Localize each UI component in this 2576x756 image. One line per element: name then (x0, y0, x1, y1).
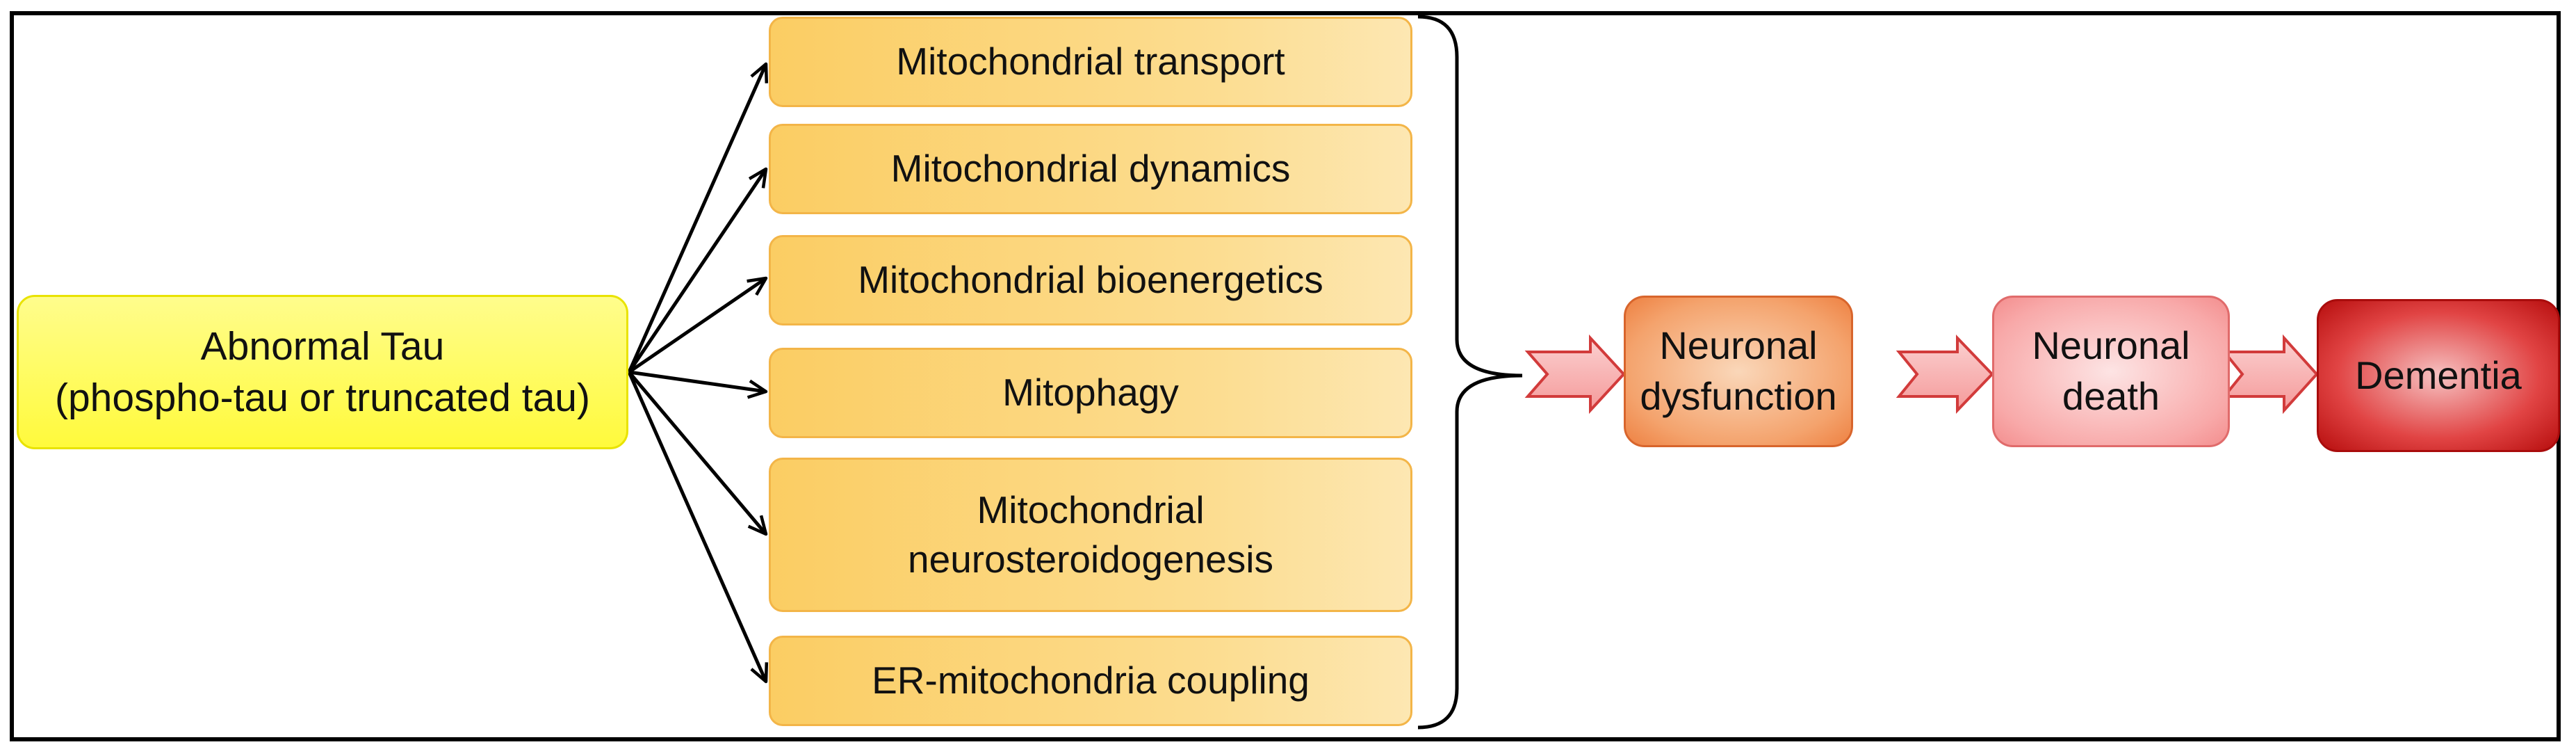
effect-box-bioenergetics: Mitochondrial bioenergetics (769, 235, 1412, 325)
dementia-box: Dementia (2317, 299, 2560, 452)
effect-box-mitophagy: Mitophagy (769, 348, 1412, 438)
effect-box-dynamics: Mitochondrial dynamics (769, 124, 1412, 214)
effect-box-neurosteroidogenesis: Mitochondrial neurosteroidogenesis (769, 458, 1412, 612)
effect-box-er-coupling: ER-mitochondria coupling (769, 636, 1412, 726)
effect-box-transport: Mitochondrial transport (769, 17, 1412, 107)
neuronal-dysfunction-box: Neuronal dysfunction (1624, 296, 1853, 447)
abnormal-tau-box: Abnormal Tau (phospho-tau or truncated t… (17, 295, 628, 449)
neuronal-death-box: Neuronal death (1992, 296, 2230, 447)
